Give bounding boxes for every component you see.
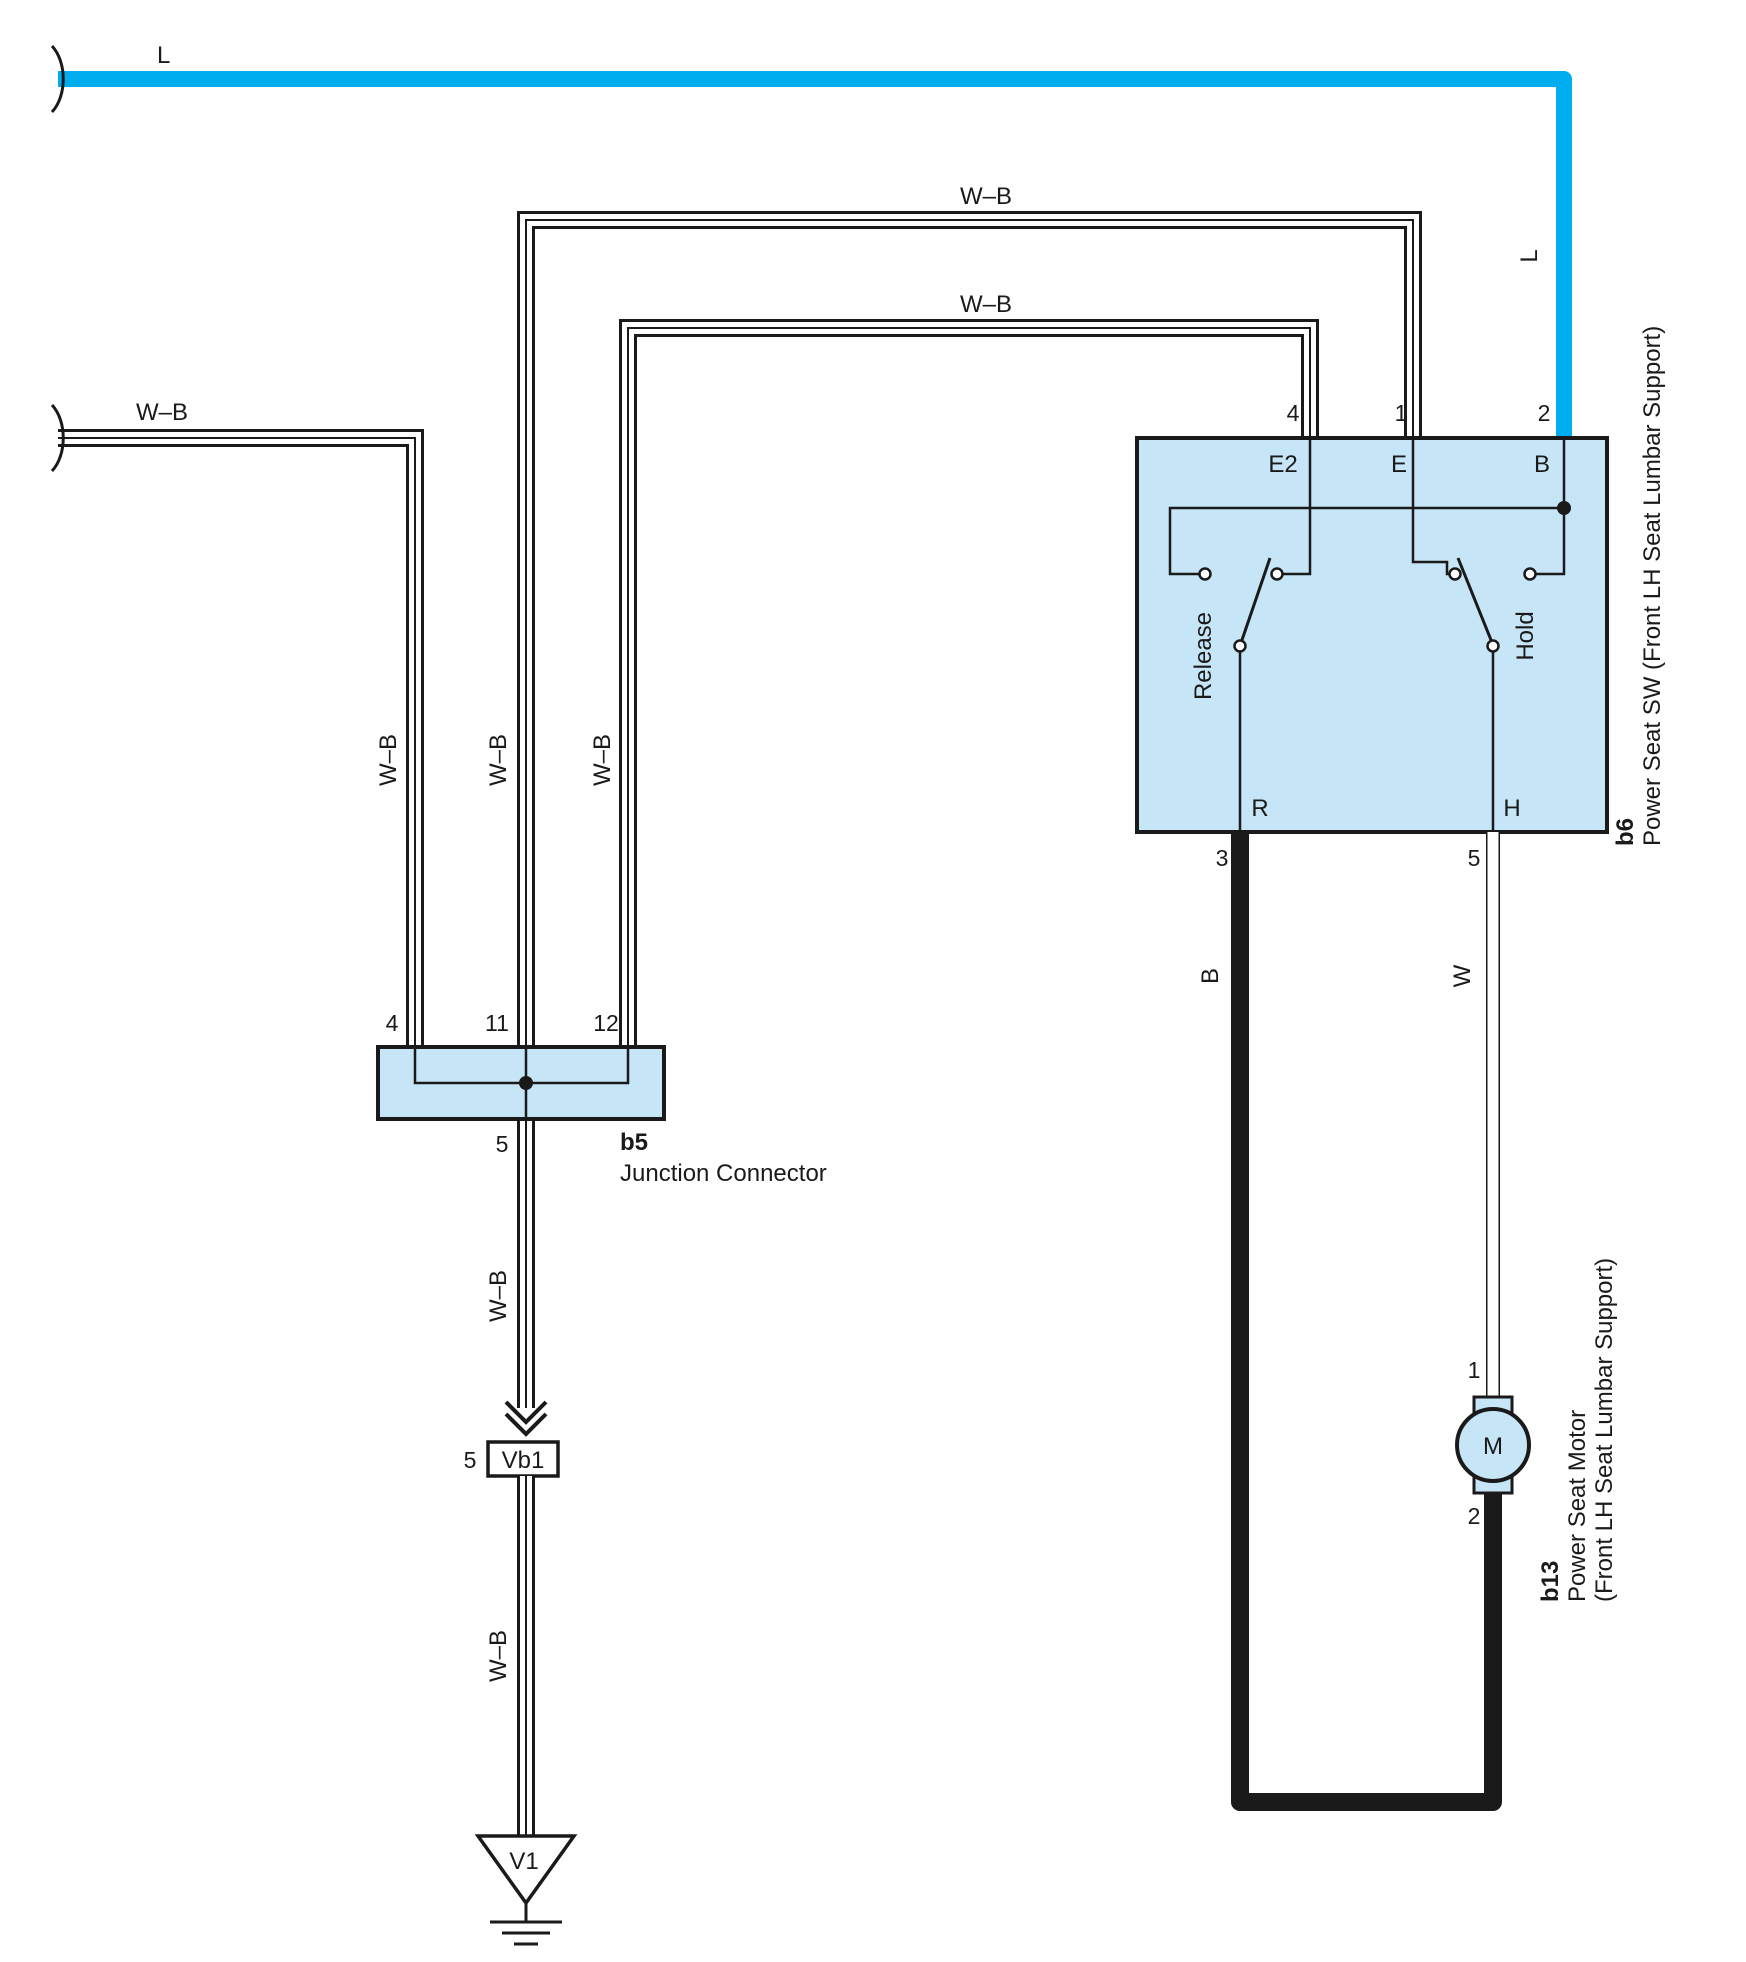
b6-pin-4: 4 bbox=[1287, 400, 1300, 426]
wire-l bbox=[58, 71, 1572, 438]
b6-pin-3: 3 bbox=[1216, 845, 1229, 871]
b13-name-line1: Power Seat Motor bbox=[1564, 1410, 1591, 1602]
b5-code: b5 bbox=[620, 1129, 648, 1156]
wire-label-wb-top: W–B bbox=[960, 183, 1012, 210]
b6-terminal-r: R bbox=[1251, 795, 1268, 822]
b6-terminal-h: H bbox=[1503, 795, 1520, 822]
wire-label-wb-left: W–B bbox=[136, 399, 188, 426]
vb1-pin: 5 bbox=[464, 1447, 477, 1473]
b6-name: Power Seat SW (Front LH Seat Lumbar Supp… bbox=[1639, 326, 1666, 846]
wire-label-l-top: L bbox=[157, 42, 170, 69]
connector-vb1 bbox=[486, 1440, 560, 1478]
b5-pin-4: 4 bbox=[386, 1010, 399, 1036]
ground-v1-label: V1 bbox=[509, 1848, 538, 1875]
wire-label-w: W bbox=[1449, 964, 1476, 987]
wire-label-wb-second: W–B bbox=[960, 291, 1012, 318]
wire-break-left bbox=[50, 403, 65, 473]
junction-connector-b5 bbox=[376, 1045, 666, 1121]
wire-label-wb-to-ground: W–B bbox=[485, 1630, 512, 1682]
b6-pin-1: 1 bbox=[1395, 400, 1408, 426]
wire-b bbox=[1231, 832, 1502, 1811]
ground-v1 bbox=[474, 1834, 578, 1946]
b13-code: b13 bbox=[1537, 1561, 1564, 1602]
b5-pin-5: 5 bbox=[496, 1131, 509, 1157]
b6-release-label: Release bbox=[1190, 612, 1217, 700]
b5-name: Junction Connector bbox=[620, 1160, 827, 1187]
b6-pin-2: 2 bbox=[1538, 400, 1551, 426]
wire-wb-top bbox=[517, 211, 1422, 1408]
wire-label-wb-left-vertical: W–B bbox=[375, 734, 402, 786]
b6-pin-5: 5 bbox=[1468, 845, 1481, 871]
b5-pin-12: 12 bbox=[593, 1010, 619, 1036]
b6-terminal-e2: E2 bbox=[1268, 451, 1297, 478]
b6-terminal-e: E bbox=[1391, 451, 1407, 478]
wire-label-l-vertical: L bbox=[1516, 249, 1543, 262]
b13-name-line2: (Front LH Seat Lumbar Support) bbox=[1591, 1258, 1618, 1602]
power-seat-motor-b13 bbox=[1455, 1395, 1531, 1495]
vb1-label: Vb1 bbox=[502, 1447, 545, 1474]
connector-arrow bbox=[504, 1400, 548, 1437]
b6-terminal-b: B bbox=[1534, 451, 1550, 478]
b6-code: b6 bbox=[1612, 818, 1639, 846]
wire-label-wb-right-vertical: W–B bbox=[589, 734, 616, 786]
wire-wb-second bbox=[619, 319, 1319, 1085]
b6-hold-label: Hold bbox=[1512, 611, 1539, 660]
power-seat-switch-b6 bbox=[1135, 436, 1609, 834]
wire-label-b: B bbox=[1197, 968, 1224, 984]
motor-symbol: M bbox=[1483, 1433, 1503, 1460]
wire-break-top bbox=[50, 44, 65, 114]
b13-pin-1: 1 bbox=[1468, 1357, 1481, 1383]
wire-label-wb-middle-vertical: W–B bbox=[485, 734, 512, 786]
wire-label-wb-to-vb1: W–B bbox=[485, 1270, 512, 1322]
wire-wb-left bbox=[58, 429, 424, 1085]
b5-pin-11: 11 bbox=[485, 1010, 509, 1036]
b13-pin-2: 2 bbox=[1468, 1503, 1481, 1529]
